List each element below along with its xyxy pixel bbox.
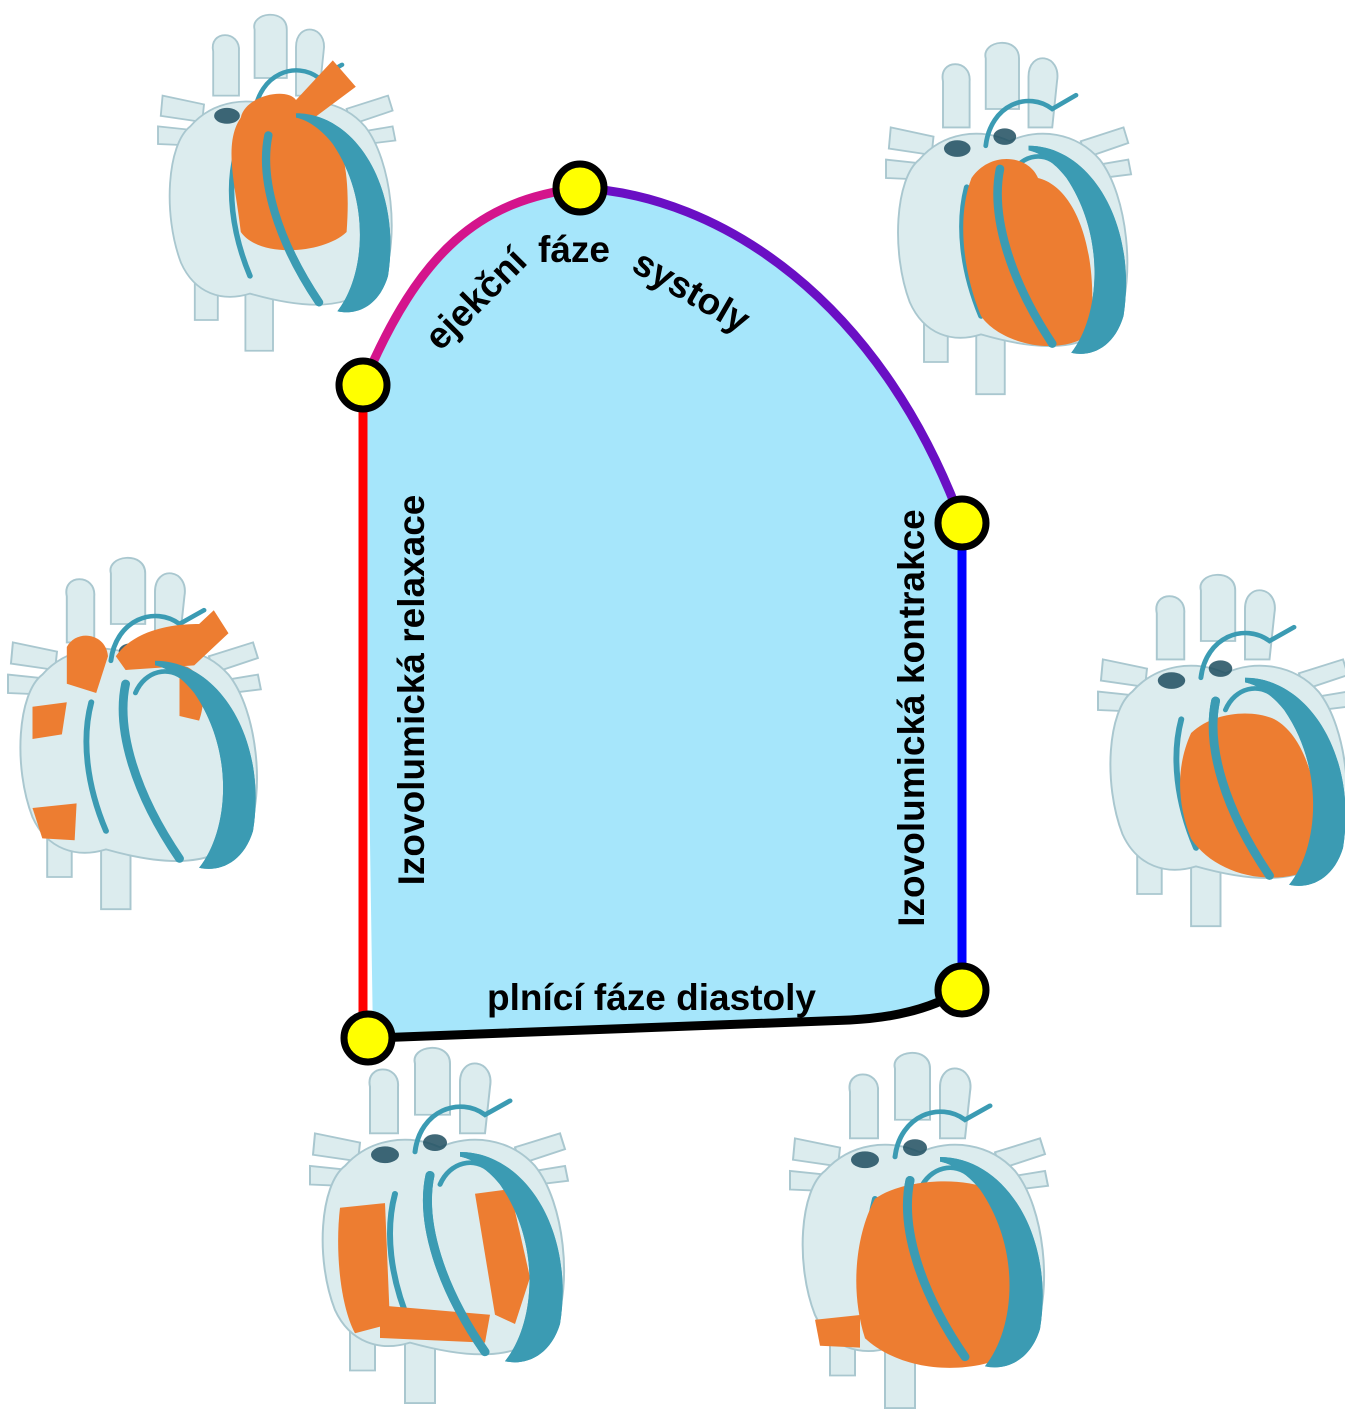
heart-ejection-right-icon bbox=[886, 43, 1131, 394]
label-ejection-word2: fáze bbox=[538, 229, 610, 270]
vertex-peak-ejection bbox=[556, 164, 604, 212]
vertex-end-ejection bbox=[339, 361, 387, 409]
heart-filling-late-icon bbox=[790, 1053, 1048, 1408]
vertex-aortic-valve-open bbox=[938, 499, 986, 547]
label-isovolumic-contraction: Izovolumická kontrakce bbox=[891, 509, 932, 926]
heart-isovolumic-contraction-icon bbox=[1098, 575, 1345, 926]
vertex-mitral-valve-open bbox=[344, 1014, 392, 1062]
heart-isovolumic-relaxation-icon bbox=[8, 558, 261, 909]
vertex-mitral-valve-close bbox=[938, 966, 986, 1014]
label-isovolumic-relaxation: Izovolumická relaxace bbox=[391, 495, 432, 886]
heart-filling-early-icon bbox=[310, 1048, 568, 1403]
heart-ejection-left-icon bbox=[158, 15, 395, 351]
label-filling-phase: plnící fáze diastoly bbox=[487, 977, 816, 1018]
